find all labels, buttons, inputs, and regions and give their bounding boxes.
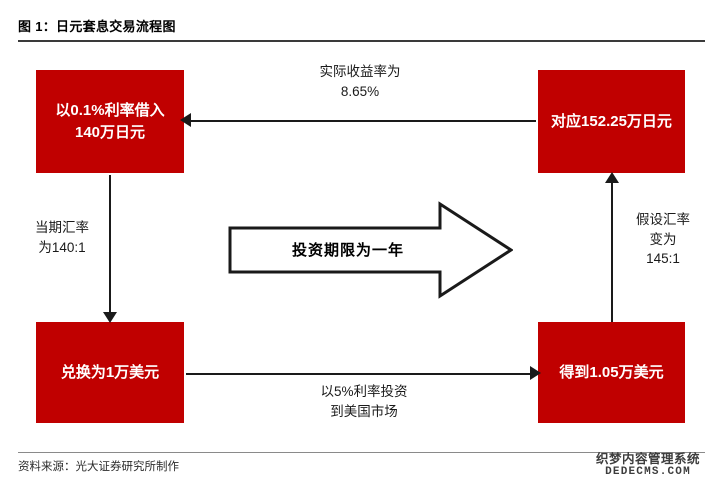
- connector-top-line: [186, 120, 536, 122]
- node-yen-repayment: 对应152.25万日元: [538, 70, 685, 173]
- arrow-left-head-icon: [180, 113, 191, 127]
- watermark-cn-text: 织梦内容管理系统: [595, 452, 700, 466]
- node-borrow-yen: 以0.1%利率借入140万日元: [36, 70, 184, 173]
- edge-label-assumed-rate: 假设汇率 变为 145:1: [636, 212, 690, 267]
- figure-title: 图 1：日元套息交易流程图: [18, 19, 176, 34]
- arrow-up-head-icon: [605, 172, 619, 183]
- edge-label-us-investment: 以5%利率投资 到美国市场: [320, 384, 408, 419]
- block-arrow-icon: [228, 200, 513, 300]
- connector-right-line: [611, 182, 613, 322]
- connector-bottom-line: [186, 373, 532, 375]
- node-usd-return: 得到1.05万美元: [538, 322, 685, 423]
- node-convert-usd: 兑换为1万美元: [36, 322, 184, 423]
- source-note: 资料来源：光大证券研究所制作: [18, 461, 179, 473]
- block-arrow-label: 投资期限为一年: [291, 242, 404, 259]
- title-divider: [18, 40, 705, 42]
- edge-label-spot-rate: 当期汇率 为140:1: [35, 220, 89, 255]
- arrow-right-head-icon: [530, 366, 541, 380]
- connector-left-line: [109, 175, 111, 315]
- edge-label-return-rate: 实际收益率为 8.65%: [319, 64, 401, 99]
- arrow-down-head-icon: [103, 312, 117, 323]
- footer-divider: [18, 452, 705, 453]
- watermark: 织梦内容管理系统 DEDECMS.COM: [588, 452, 708, 479]
- watermark-en-text: DEDECMS.COM: [605, 466, 691, 479]
